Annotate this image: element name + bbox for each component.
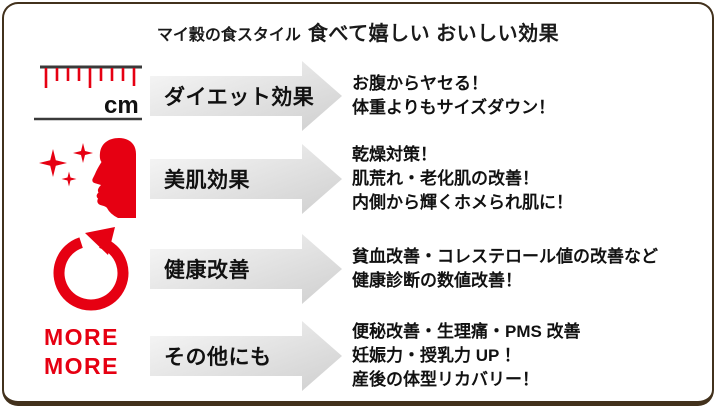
face-profile-icon bbox=[92, 138, 138, 223]
row-diet-effect: cm ダイエット効果 お腹からヤセる！ 体重よりもサイズダウン！ bbox=[4, 61, 712, 131]
row-label-skin: 美肌効果 bbox=[164, 169, 250, 192]
more-more-icon: MORE MORE bbox=[44, 323, 119, 381]
cycle-arrow-icon bbox=[51, 227, 131, 316]
row-other-effects: MORE MORE その他にも 便秘改善・生理痛・PMS 改善 妊娠力・授乳力 … bbox=[4, 321, 712, 391]
row-label-health: 健康改善 bbox=[164, 259, 250, 282]
desc-line: 内側から輝くホメられ肌に！ bbox=[352, 193, 573, 212]
desc-line: 健康診断の数値改善！ bbox=[352, 271, 522, 290]
desc-line: お腹からヤセる！ bbox=[352, 74, 488, 93]
ruler-unit-label: cm bbox=[104, 92, 139, 119]
arrow-shape bbox=[150, 234, 342, 304]
row-label-diet: ダイエット効果 bbox=[164, 86, 315, 109]
row-desc-health: 貧血改善・コレステロール値の改善など 健康診断の数値改善！ bbox=[352, 234, 658, 304]
ruler-cm-icon: cm bbox=[34, 64, 146, 127]
row-label-other: その他にも bbox=[164, 346, 272, 369]
desc-line: 肌荒れ・老化肌の改善！ bbox=[352, 169, 539, 188]
row-desc-skin: 乾燥対策！ 肌荒れ・老化肌の改善！ 内側から輝くホメられ肌に！ bbox=[352, 144, 573, 214]
row-health-improve: 健康改善 貧血改善・コレステロール値の改善など 健康診断の数値改善！ bbox=[4, 227, 712, 311]
title-prefix: マイ穀の食スタイル bbox=[156, 27, 301, 44]
card-frame: マイ穀の食スタイル食べて嬉しい おいしい効果 cm bbox=[2, 2, 714, 406]
desc-line: 乾燥対策！ bbox=[352, 145, 437, 164]
arrow-shape bbox=[150, 321, 342, 391]
desc-line: 産後の体型リカバリー！ bbox=[352, 370, 539, 389]
arrow-shape bbox=[150, 61, 342, 131]
desc-line: 貧血改善・コレステロール値の改善など bbox=[352, 247, 658, 266]
row-desc-other: 便秘改善・生理痛・PMS 改善 妊娠力・授乳力 UP ！ 産後の体型リカバリー！ bbox=[352, 321, 581, 391]
sparkles-icon bbox=[39, 142, 99, 197]
title-main: 食べて嬉しい おいしい効果 bbox=[307, 23, 560, 45]
arrow-shape bbox=[150, 144, 342, 214]
desc-line: 便秘改善・生理痛・PMS 改善 bbox=[352, 322, 581, 341]
page-title: マイ穀の食スタイル食べて嬉しい おいしい効果 bbox=[4, 17, 712, 46]
more-line-2: MORE bbox=[44, 353, 119, 379]
desc-line: 妊娠力・授乳力 UP ！ bbox=[352, 346, 521, 365]
desc-line: 体重よりもサイズダウン！ bbox=[352, 98, 556, 117]
row-desc-diet: お腹からヤセる！ 体重よりもサイズダウン！ bbox=[352, 61, 555, 131]
row-skin-effect: 美肌効果 乾燥対策！ 肌荒れ・老化肌の改善！ 内側から輝くホメられ肌に！ bbox=[4, 138, 712, 218]
more-line-1: MORE bbox=[44, 324, 119, 350]
